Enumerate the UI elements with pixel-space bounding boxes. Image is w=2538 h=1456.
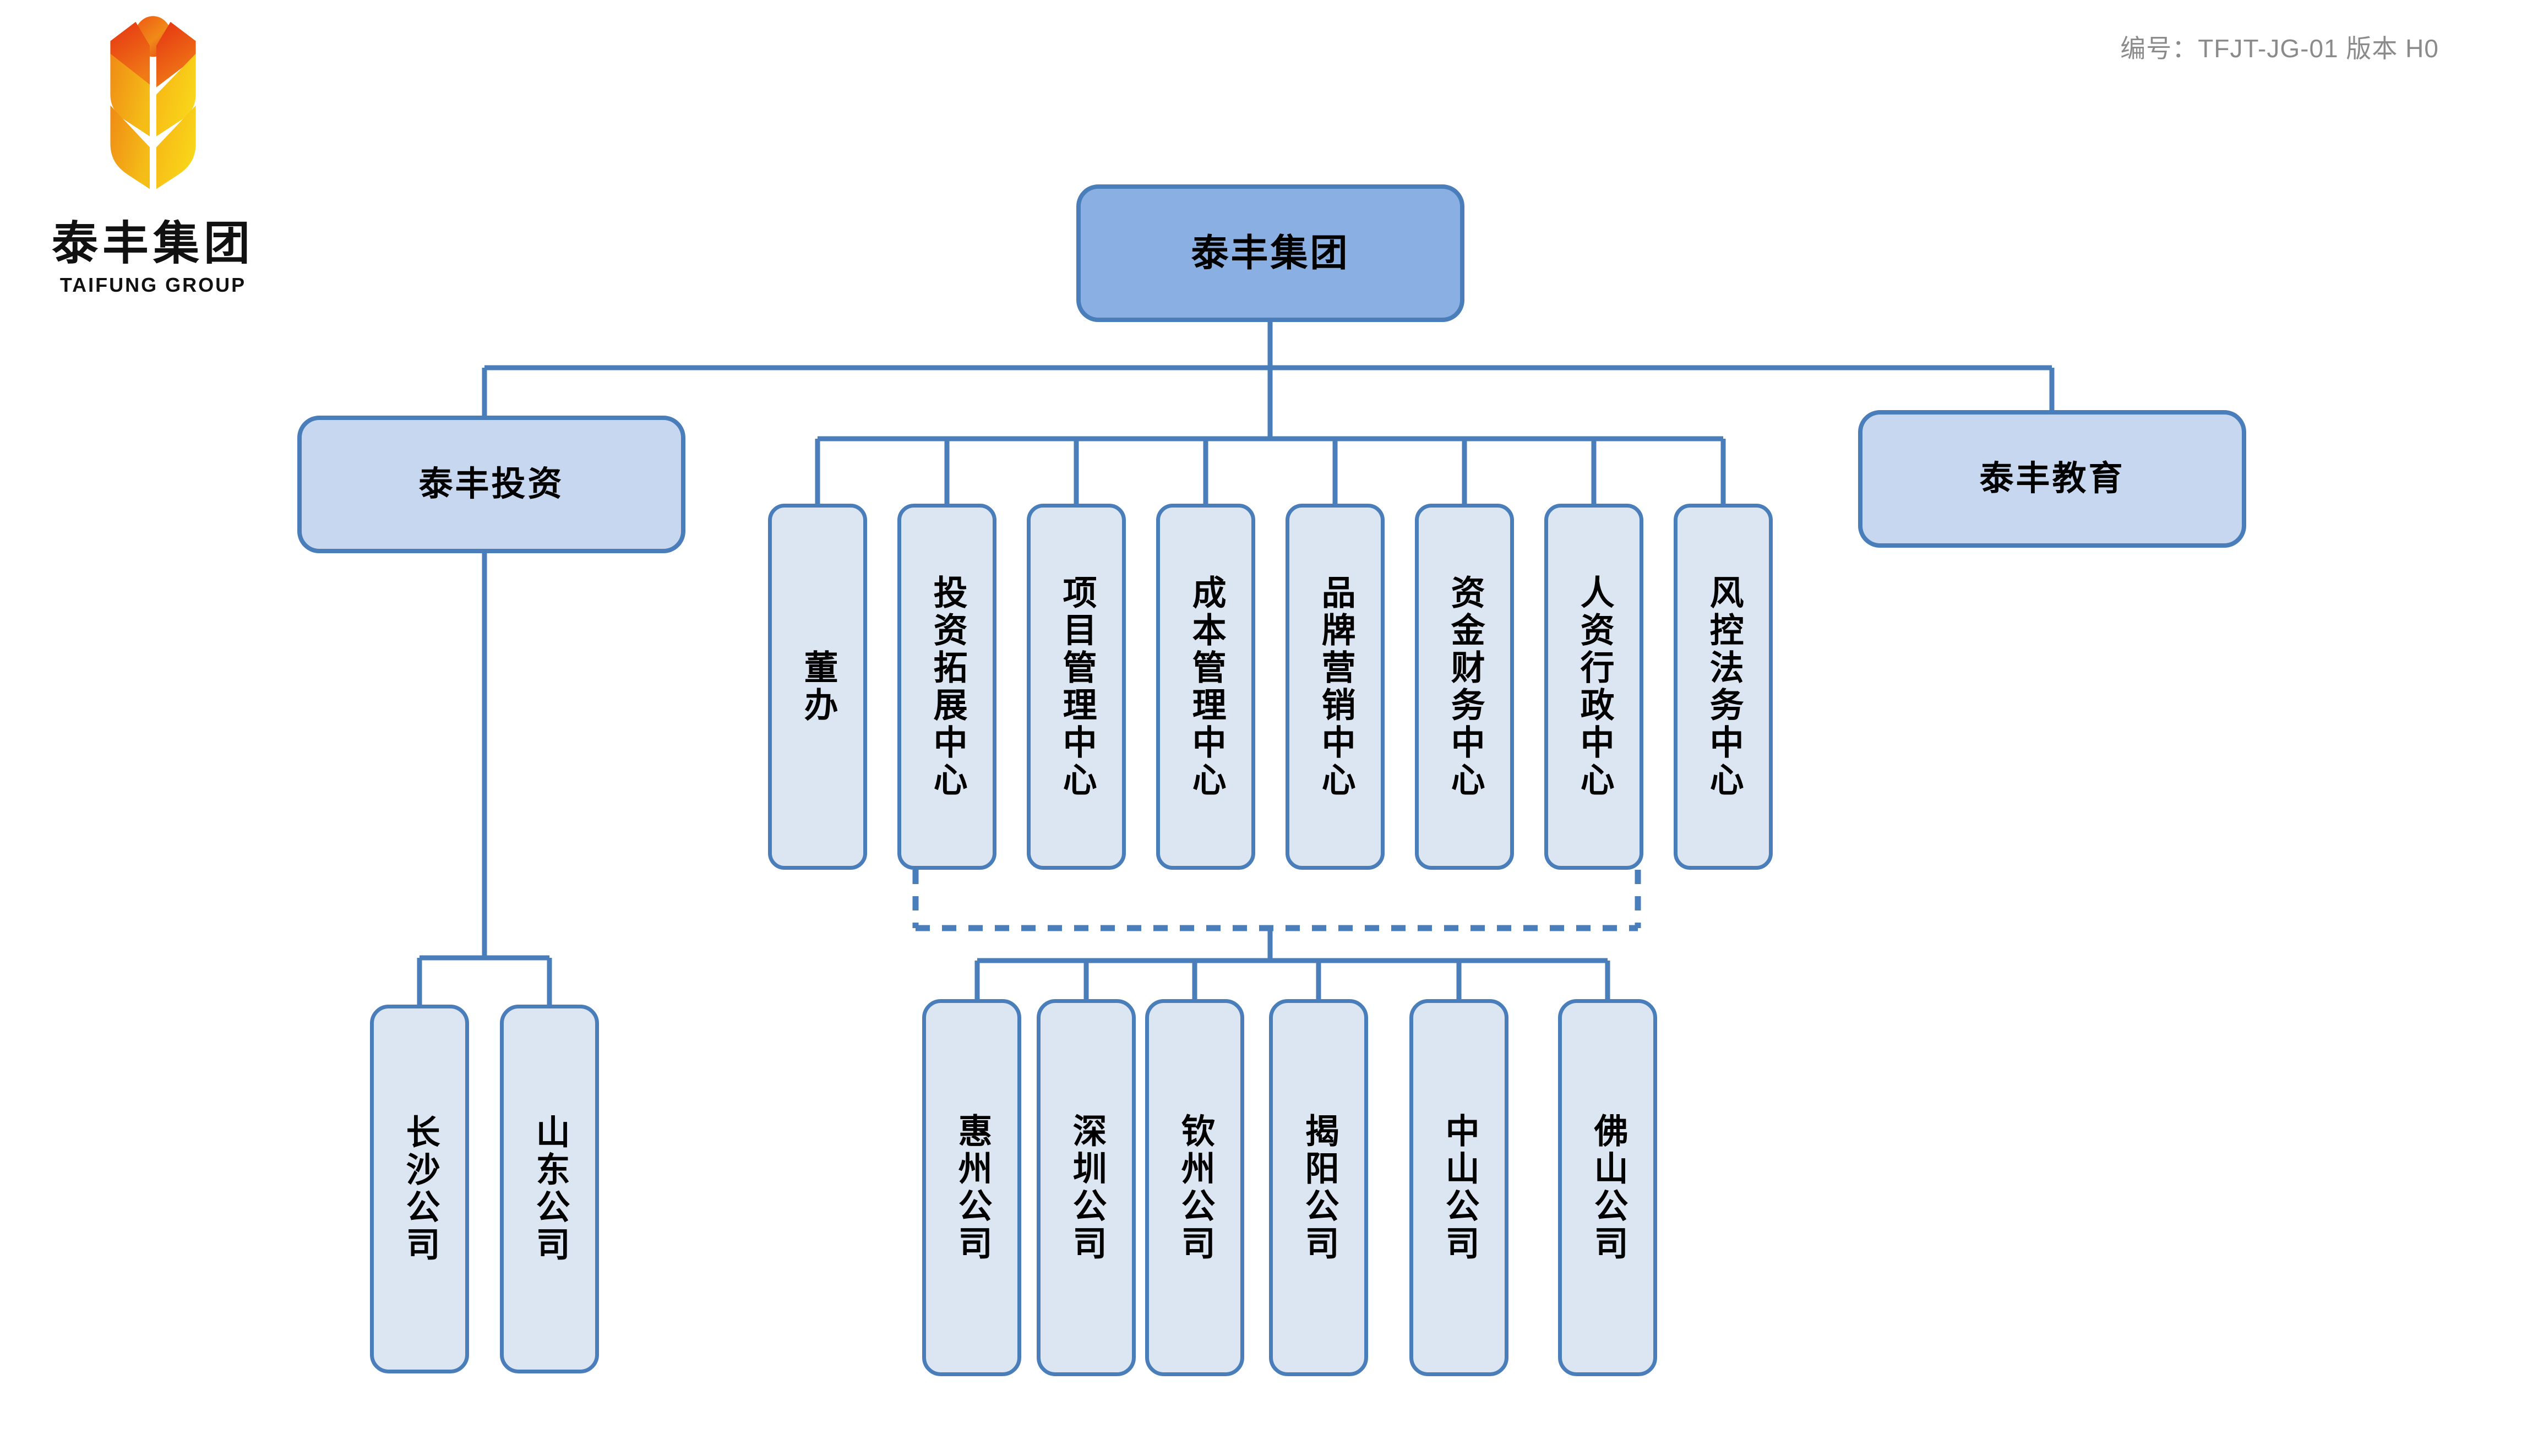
node-dept-cost-management-center[interactable]: 成本管理中心 [1156,504,1255,870]
node-company-changsha[interactable]: 长沙公司 [370,1005,469,1373]
wheat-sheaf-logo-icon [110,16,196,189]
node-company-zhongshan[interactable]: 中山公司 [1409,999,1508,1376]
node-label: 泰丰投资 [418,465,564,503]
node-company-shenzhen[interactable]: 深圳公司 [1037,999,1136,1376]
node-dept-risk-legal-center[interactable]: 风控法务中心 [1674,504,1773,870]
node-dept-finance-center[interactable]: 资金财务中心 [1415,504,1514,870]
node-company-qinzhou[interactable]: 钦州公司 [1145,999,1244,1376]
node-label: 山东公司 [530,1114,569,1264]
node-dept-brand-marketing-center[interactable]: 品牌营销中心 [1286,504,1385,870]
node-label: 资金财务中心 [1445,574,1484,799]
document-code: 编号：TFJT-JG-01 版本 H0 [2120,34,2439,63]
node-label: 揭阳公司 [1299,1113,1338,1263]
node-company-jieyang[interactable]: 揭阳公司 [1269,999,1368,1376]
node-label: 泰丰教育 [1979,459,2125,498]
logo-name-en: TAIFUNG GROUP [59,274,247,296]
node-label: 风控法务中心 [1704,574,1742,799]
logo-name-cn: 泰丰集团 [51,217,254,269]
node-label: 董办 [798,649,837,724]
node-label: 投资拓展中心 [928,574,966,799]
node-label: 钦州公司 [1175,1113,1214,1263]
node-label: 品牌营销中心 [1316,574,1354,799]
company-logo: 泰丰集团 TAIFUNG GROUP [37,10,269,295]
node-taifung-education[interactable]: 泰丰教育 [1858,410,2246,548]
node-dept-hr-admin-center[interactable]: 人资行政中心 [1544,504,1643,870]
node-label: 中山公司 [1440,1113,1478,1263]
node-label: 泰丰集团 [1191,232,1350,274]
node-label: 惠州公司 [952,1113,991,1263]
node-dept-board-office[interactable]: 董办 [768,504,867,870]
node-taifung-investment[interactable]: 泰丰投资 [297,416,685,553]
node-company-foshan[interactable]: 佛山公司 [1558,999,1657,1376]
node-company-huizhou[interactable]: 惠州公司 [922,999,1021,1376]
node-label: 人资行政中心 [1575,574,1613,799]
node-company-shandong[interactable]: 山东公司 [500,1005,599,1373]
node-label: 佛山公司 [1588,1113,1627,1263]
node-dept-investment-expansion-center[interactable]: 投资拓展中心 [897,504,996,870]
node-label: 深圳公司 [1067,1113,1105,1263]
node-dept-project-management-center[interactable]: 项目管理中心 [1027,504,1126,870]
node-label: 项目管理中心 [1057,574,1096,799]
node-label: 成本管理中心 [1186,574,1225,799]
node-root-taifung-group[interactable]: 泰丰集团 [1076,184,1464,322]
node-label: 长沙公司 [400,1114,439,1264]
